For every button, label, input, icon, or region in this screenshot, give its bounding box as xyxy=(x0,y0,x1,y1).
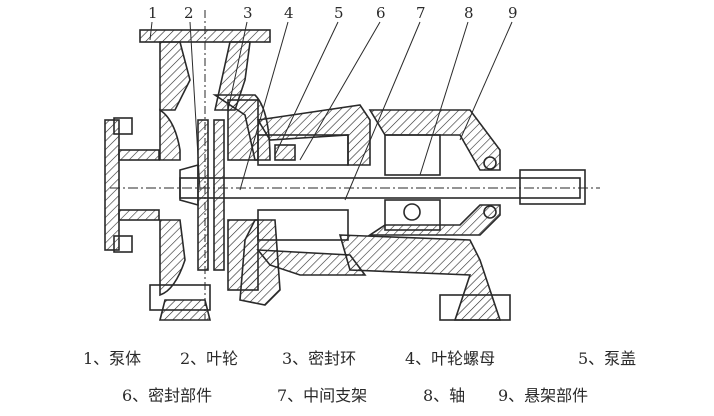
support-foot xyxy=(158,234,511,321)
legend-item-6: 6、密封部件 xyxy=(122,386,213,405)
legend-item-8: 8、轴 xyxy=(423,386,466,405)
legend-item-7: 7、中间支架 xyxy=(277,386,368,405)
middle-support xyxy=(256,104,371,276)
legend-item-3: 3、密封环 xyxy=(282,349,357,368)
part-number-6: 6 xyxy=(376,4,386,22)
part-number-1: 1 xyxy=(148,4,158,22)
pump-cross-section xyxy=(104,10,600,321)
part-number-5: 5 xyxy=(334,4,344,22)
part-number-3: 3 xyxy=(243,4,253,22)
legend-item-1: 1、泵体 xyxy=(83,349,142,368)
legend-item-4: 4、叶轮螺母 xyxy=(405,349,496,368)
part-number-2: 2 xyxy=(184,4,194,22)
part-number-4: 4 xyxy=(284,4,294,22)
part-number-9: 9 xyxy=(508,4,518,22)
legend-item-9: 9、悬架部件 xyxy=(498,386,589,405)
legend-item-2: 2、叶轮 xyxy=(180,349,239,368)
part-number-7: 7 xyxy=(416,4,426,22)
suction-flange xyxy=(104,117,160,253)
legend-item-5: 5、泵盖 xyxy=(578,349,637,368)
bearing-frame xyxy=(367,109,501,236)
leader-4 xyxy=(239,21,289,191)
part-number-8: 8 xyxy=(464,4,474,22)
impeller xyxy=(179,119,225,271)
leader-8 xyxy=(419,21,469,176)
shaft xyxy=(110,169,600,205)
